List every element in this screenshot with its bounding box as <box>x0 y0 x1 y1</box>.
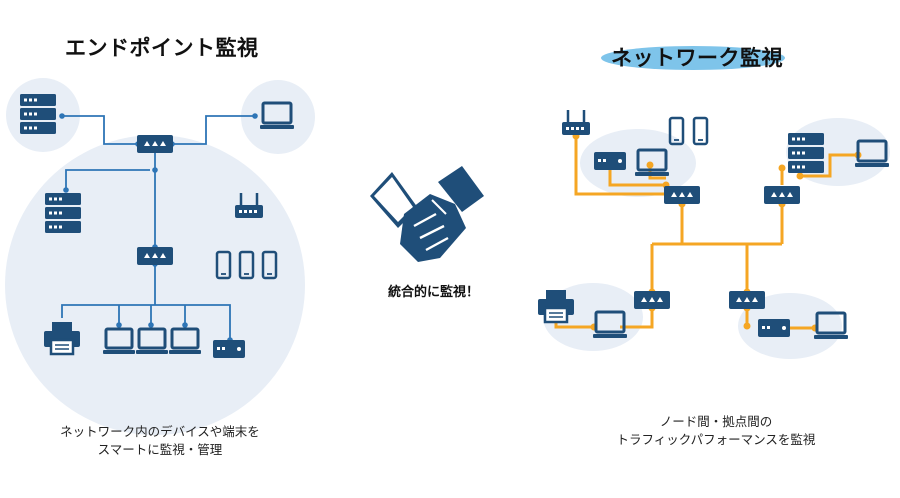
network-caption: ノード間・拠点間の トラフィックパフォーマンスを監視 <box>596 413 836 449</box>
switch-icon <box>634 291 670 309</box>
switch-icon <box>764 186 800 204</box>
server-icon <box>20 94 56 134</box>
nas-icon <box>213 340 245 358</box>
title-highlight <box>601 46 785 70</box>
endpoint-caption: ネットワーク内のデバイスや端末を スマートに監視・管理 <box>40 423 280 459</box>
endpoint-links <box>61 115 255 340</box>
server-icon <box>45 193 81 233</box>
server-icon <box>788 133 824 173</box>
router-icon <box>560 108 592 137</box>
switch-icon <box>729 291 765 309</box>
network-caption-line1: ノード間・拠点間の <box>659 414 773 429</box>
endpoint-monitoring-title: エンドポイント監視 <box>65 36 259 60</box>
nas-icon <box>594 152 626 170</box>
endpoint-caption-line2: スマートに監視・管理 <box>97 442 223 457</box>
switch-icon <box>664 186 700 204</box>
network-caption-line2: トラフィックパフォーマンスを監視 <box>616 432 816 447</box>
nas-icon <box>758 319 790 337</box>
integrated-monitoring-label: 統合的に監視！ <box>388 285 480 300</box>
handshake-icon <box>370 166 484 262</box>
switch-icon <box>137 247 173 265</box>
smartphone-icon <box>692 116 709 146</box>
network-monitoring-title: ネットワーク監視 <box>611 46 783 70</box>
switch-icon <box>137 135 173 153</box>
endpoint-caption-line1: ネットワーク内のデバイスや端末を <box>60 424 260 439</box>
